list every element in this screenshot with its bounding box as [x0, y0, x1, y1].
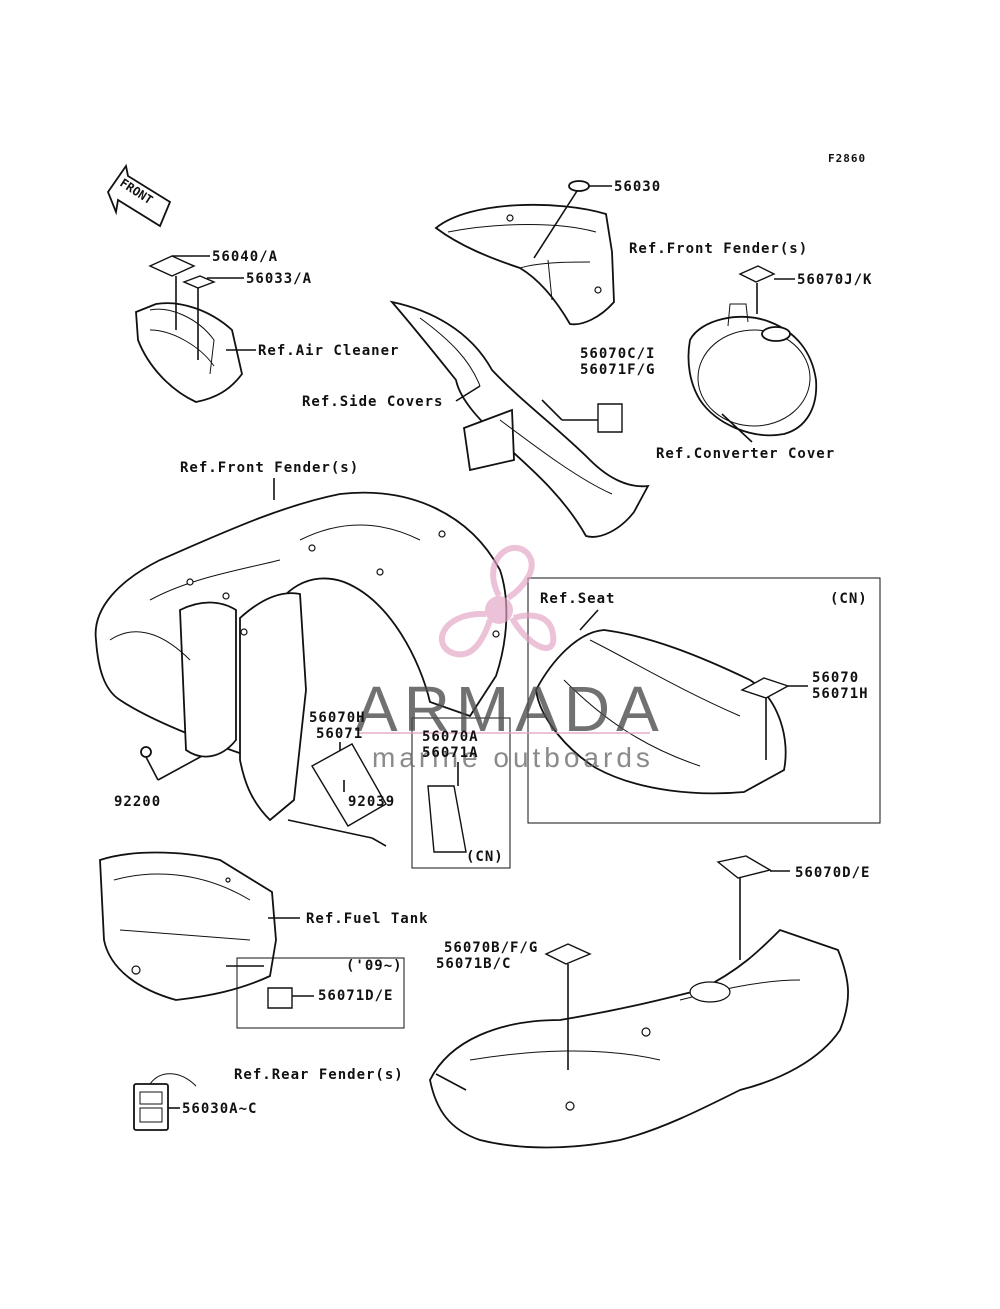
- fuel-tank-part: [99, 851, 405, 1029]
- converter-cover-part: [541, 265, 818, 443]
- part-number-56040a: 56040/A: [212, 249, 279, 265]
- front-arrow-icon: FRONT: [106, 163, 172, 228]
- armada-logo-icon: [358, 545, 650, 734]
- part-number-56070jk: 56070J/K: [797, 272, 873, 288]
- sticker-pack-part: [133, 1073, 197, 1131]
- watermark-tagline: marine outboards: [372, 742, 654, 773]
- part-number-56071a: 56071A: [422, 745, 479, 761]
- front-fender-top-part: [434, 180, 615, 326]
- part-number-56071h: 56071H: [812, 686, 869, 702]
- part-number-56070a: 56070A: [422, 729, 479, 745]
- part-number-56070ci: 56070C/I: [580, 346, 656, 362]
- part-number-92200: 92200: [114, 794, 162, 810]
- cn-box-label: (CN): [466, 849, 504, 865]
- part-number-56071fg: 56071F/G: [580, 362, 656, 378]
- part-number-56030ac: 56030A~C: [182, 1101, 258, 1117]
- air-cleaner-part: [135, 255, 256, 403]
- ref-front-fender-main: Ref.Front Fender(s): [180, 460, 360, 476]
- ref-rear-fender: Ref.Rear Fender(s): [234, 1067, 404, 1083]
- part-number-56033a: 56033/A: [246, 271, 313, 287]
- part-number-56030: 56030: [614, 179, 662, 195]
- year-09-label: ('09~): [346, 958, 403, 974]
- ref-fuel-tank: Ref.Fuel Tank: [306, 911, 429, 927]
- part-number-92039: 92039: [348, 794, 396, 810]
- watermark-brand: ARMADA: [355, 673, 665, 745]
- seat-part: [527, 577, 881, 824]
- part-number-56070de: 56070D/E: [795, 865, 871, 881]
- part-number-56070bfg: 56070B/F/G: [444, 940, 539, 956]
- front-fender-main-part: [94, 478, 508, 847]
- ref-air-cleaner: Ref.Air Cleaner: [258, 343, 400, 359]
- ref-converter-cover: Ref.Converter Cover: [656, 446, 836, 462]
- part-number-56071: 56071: [316, 726, 364, 742]
- ref-front-fender-top: Ref.Front Fender(s): [629, 241, 809, 257]
- rear-fender-part: [429, 855, 849, 1149]
- part-number-56071bc: 56071B/C: [436, 956, 512, 972]
- ref-side-covers: Ref.Side Covers: [302, 394, 444, 410]
- cn-seat-label: (CN): [830, 591, 868, 607]
- part-number-56070h: 56070H: [309, 710, 366, 726]
- side-covers-part: [389, 300, 650, 538]
- ref-seat: Ref.Seat: [540, 591, 616, 607]
- figure-code: F2860: [828, 152, 867, 165]
- cn-sticker-box: [411, 717, 511, 869]
- part-number-56071de: 56071D/E: [318, 988, 394, 1004]
- part-number-56070: 56070: [812, 670, 860, 686]
